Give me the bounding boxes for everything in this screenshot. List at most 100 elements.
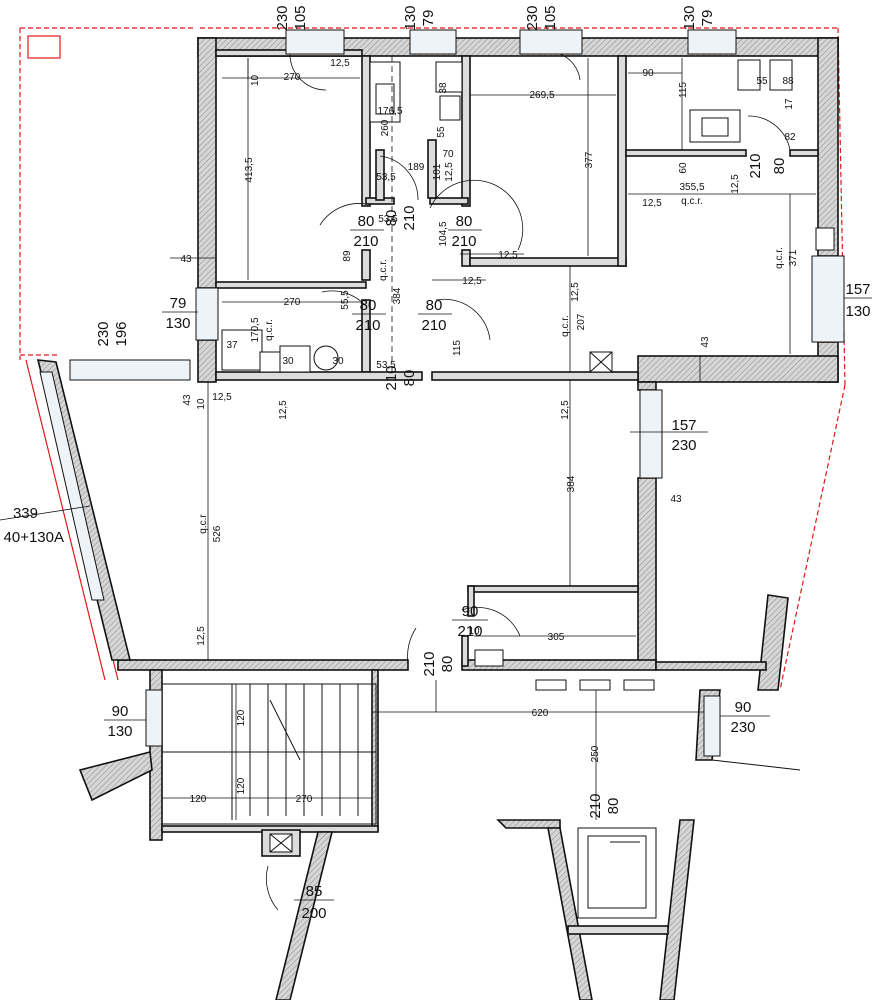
dimension-value: q.c.r. bbox=[264, 319, 275, 341]
dimension-value: 10 bbox=[250, 74, 261, 86]
opening-height: 210 bbox=[451, 233, 476, 250]
dimension-value: 55 bbox=[436, 126, 447, 138]
dimension-value: 270 bbox=[296, 794, 313, 805]
opening-width: 80 bbox=[358, 213, 375, 230]
svg-text:230: 230 bbox=[95, 321, 112, 346]
opening-height: 210 bbox=[353, 233, 378, 250]
lift-block bbox=[496, 689, 801, 1000]
dimension-value: 413,5 bbox=[244, 157, 255, 182]
svg-text:130: 130 bbox=[402, 5, 419, 30]
dimension-value: 270 bbox=[284, 72, 301, 83]
dimension-value: 43 bbox=[700, 336, 711, 348]
dimension-value: 120 bbox=[190, 794, 207, 805]
dimension-value: 384 bbox=[566, 475, 577, 492]
dimension-lines bbox=[162, 56, 816, 820]
dimension-value: 43 bbox=[182, 394, 193, 406]
svg-text:230: 230 bbox=[274, 5, 291, 30]
dimension-value: 104,5 bbox=[438, 221, 449, 246]
dimension-value: 38 bbox=[438, 82, 449, 94]
opening-label: 79 130 bbox=[681, 5, 716, 30]
opening-label: 210 80 bbox=[421, 651, 456, 676]
dimension-value: 12,5 bbox=[462, 276, 482, 287]
dimension-value: q.c.r. bbox=[774, 247, 785, 269]
dimension-value: 12,5 bbox=[444, 162, 455, 182]
opening-height: 210 bbox=[421, 317, 446, 334]
opening-height: 230 bbox=[671, 437, 696, 454]
dimension-value: q.c.r. bbox=[378, 259, 389, 281]
dimension-value: 101 bbox=[432, 163, 443, 180]
dimension-value: 55,5 bbox=[340, 290, 351, 310]
dimension-value: 37 bbox=[226, 340, 238, 351]
dimension-value: 269,5 bbox=[529, 90, 554, 101]
dimension-value: 189 bbox=[408, 162, 425, 173]
dimension-value: 355,5 bbox=[679, 182, 704, 193]
dimension-value: 12,5 bbox=[498, 250, 518, 261]
opening-label: 105 230 bbox=[524, 5, 559, 30]
dimension-value: 12,5 bbox=[196, 626, 207, 646]
opening-label: 80 210 bbox=[587, 793, 622, 818]
opening-width: 80 bbox=[456, 213, 473, 230]
opening-width: 157 bbox=[845, 281, 870, 298]
opening-label: 80 210 bbox=[747, 153, 788, 178]
dimension-value: 60 bbox=[678, 162, 689, 174]
dimension-value: 55 bbox=[756, 76, 768, 87]
svg-text:196: 196 bbox=[113, 321, 130, 346]
svg-text:105: 105 bbox=[292, 5, 309, 30]
dimension-value: 70 bbox=[442, 149, 454, 160]
dimension-value: 88 bbox=[782, 76, 794, 87]
dimension-value: 12,5 bbox=[642, 198, 662, 209]
dimension-value: 305 bbox=[548, 632, 565, 643]
dimension-value: 53,5 bbox=[376, 172, 396, 183]
svg-text:80: 80 bbox=[383, 210, 400, 227]
svg-text:210: 210 bbox=[747, 153, 764, 178]
dimension-value: 12,5 bbox=[212, 392, 232, 403]
dimension-value: 371 bbox=[788, 249, 799, 266]
dimension-value: 82 bbox=[784, 132, 796, 143]
stair-block bbox=[78, 669, 379, 1000]
svg-text:210: 210 bbox=[421, 651, 438, 676]
opening-width: 157 bbox=[671, 417, 696, 434]
dimension-value: 384 bbox=[392, 287, 403, 304]
opening-height: 130 bbox=[845, 303, 870, 320]
opening-width: 339 bbox=[13, 505, 38, 522]
opening-label: 196 230 bbox=[95, 321, 130, 346]
dimension-value: 120 bbox=[236, 709, 247, 726]
dimension-value: q.c.r bbox=[198, 514, 209, 534]
dimension-value: 12,5 bbox=[730, 174, 741, 194]
opening-labels: 105 230 79 130 105 230 79 130 157 130 15… bbox=[0, 5, 872, 922]
dimension-value: 250 bbox=[590, 745, 601, 762]
svg-text:210: 210 bbox=[383, 365, 400, 390]
dimension-value: 53,5 bbox=[376, 360, 396, 371]
opening-height: 210 bbox=[457, 623, 482, 640]
opening-label: 105 230 bbox=[274, 5, 309, 30]
opening-width: 90 bbox=[112, 703, 129, 720]
fixtures bbox=[221, 59, 835, 691]
svg-text:210: 210 bbox=[587, 793, 604, 818]
svg-text:80: 80 bbox=[605, 798, 622, 815]
opening-width: 80 bbox=[426, 297, 443, 314]
dimension-value: 377 bbox=[584, 151, 595, 168]
opening-label: 80 210 bbox=[383, 205, 418, 230]
svg-text:80: 80 bbox=[439, 656, 456, 673]
opening-height: 200 bbox=[301, 905, 326, 922]
opening-width: 79 bbox=[170, 295, 187, 312]
svg-text:105: 105 bbox=[542, 5, 559, 30]
dimension-value: 12,5 bbox=[330, 58, 350, 69]
opening-height: 210 bbox=[355, 317, 380, 334]
dimension-value: 526 bbox=[212, 525, 223, 542]
stair-treads bbox=[249, 684, 377, 816]
dimension-value: 10 bbox=[468, 626, 480, 637]
dimension-value: q.c.r. bbox=[560, 315, 571, 337]
dimension-value: 17 bbox=[784, 98, 795, 110]
dimension-value: 10 bbox=[196, 398, 207, 410]
dimension-value: 90 bbox=[642, 68, 654, 79]
opening-width: 85 bbox=[306, 883, 323, 900]
dimension-value: 176,5 bbox=[377, 106, 402, 117]
dimension-value: 620 bbox=[532, 708, 549, 719]
opening-width: 90 bbox=[735, 699, 752, 716]
opening-width: 90 bbox=[462, 603, 479, 620]
dimension-value: 115 bbox=[452, 340, 463, 356]
dimension-value: 43 bbox=[180, 254, 192, 265]
dimension-value: 120 bbox=[236, 777, 247, 794]
